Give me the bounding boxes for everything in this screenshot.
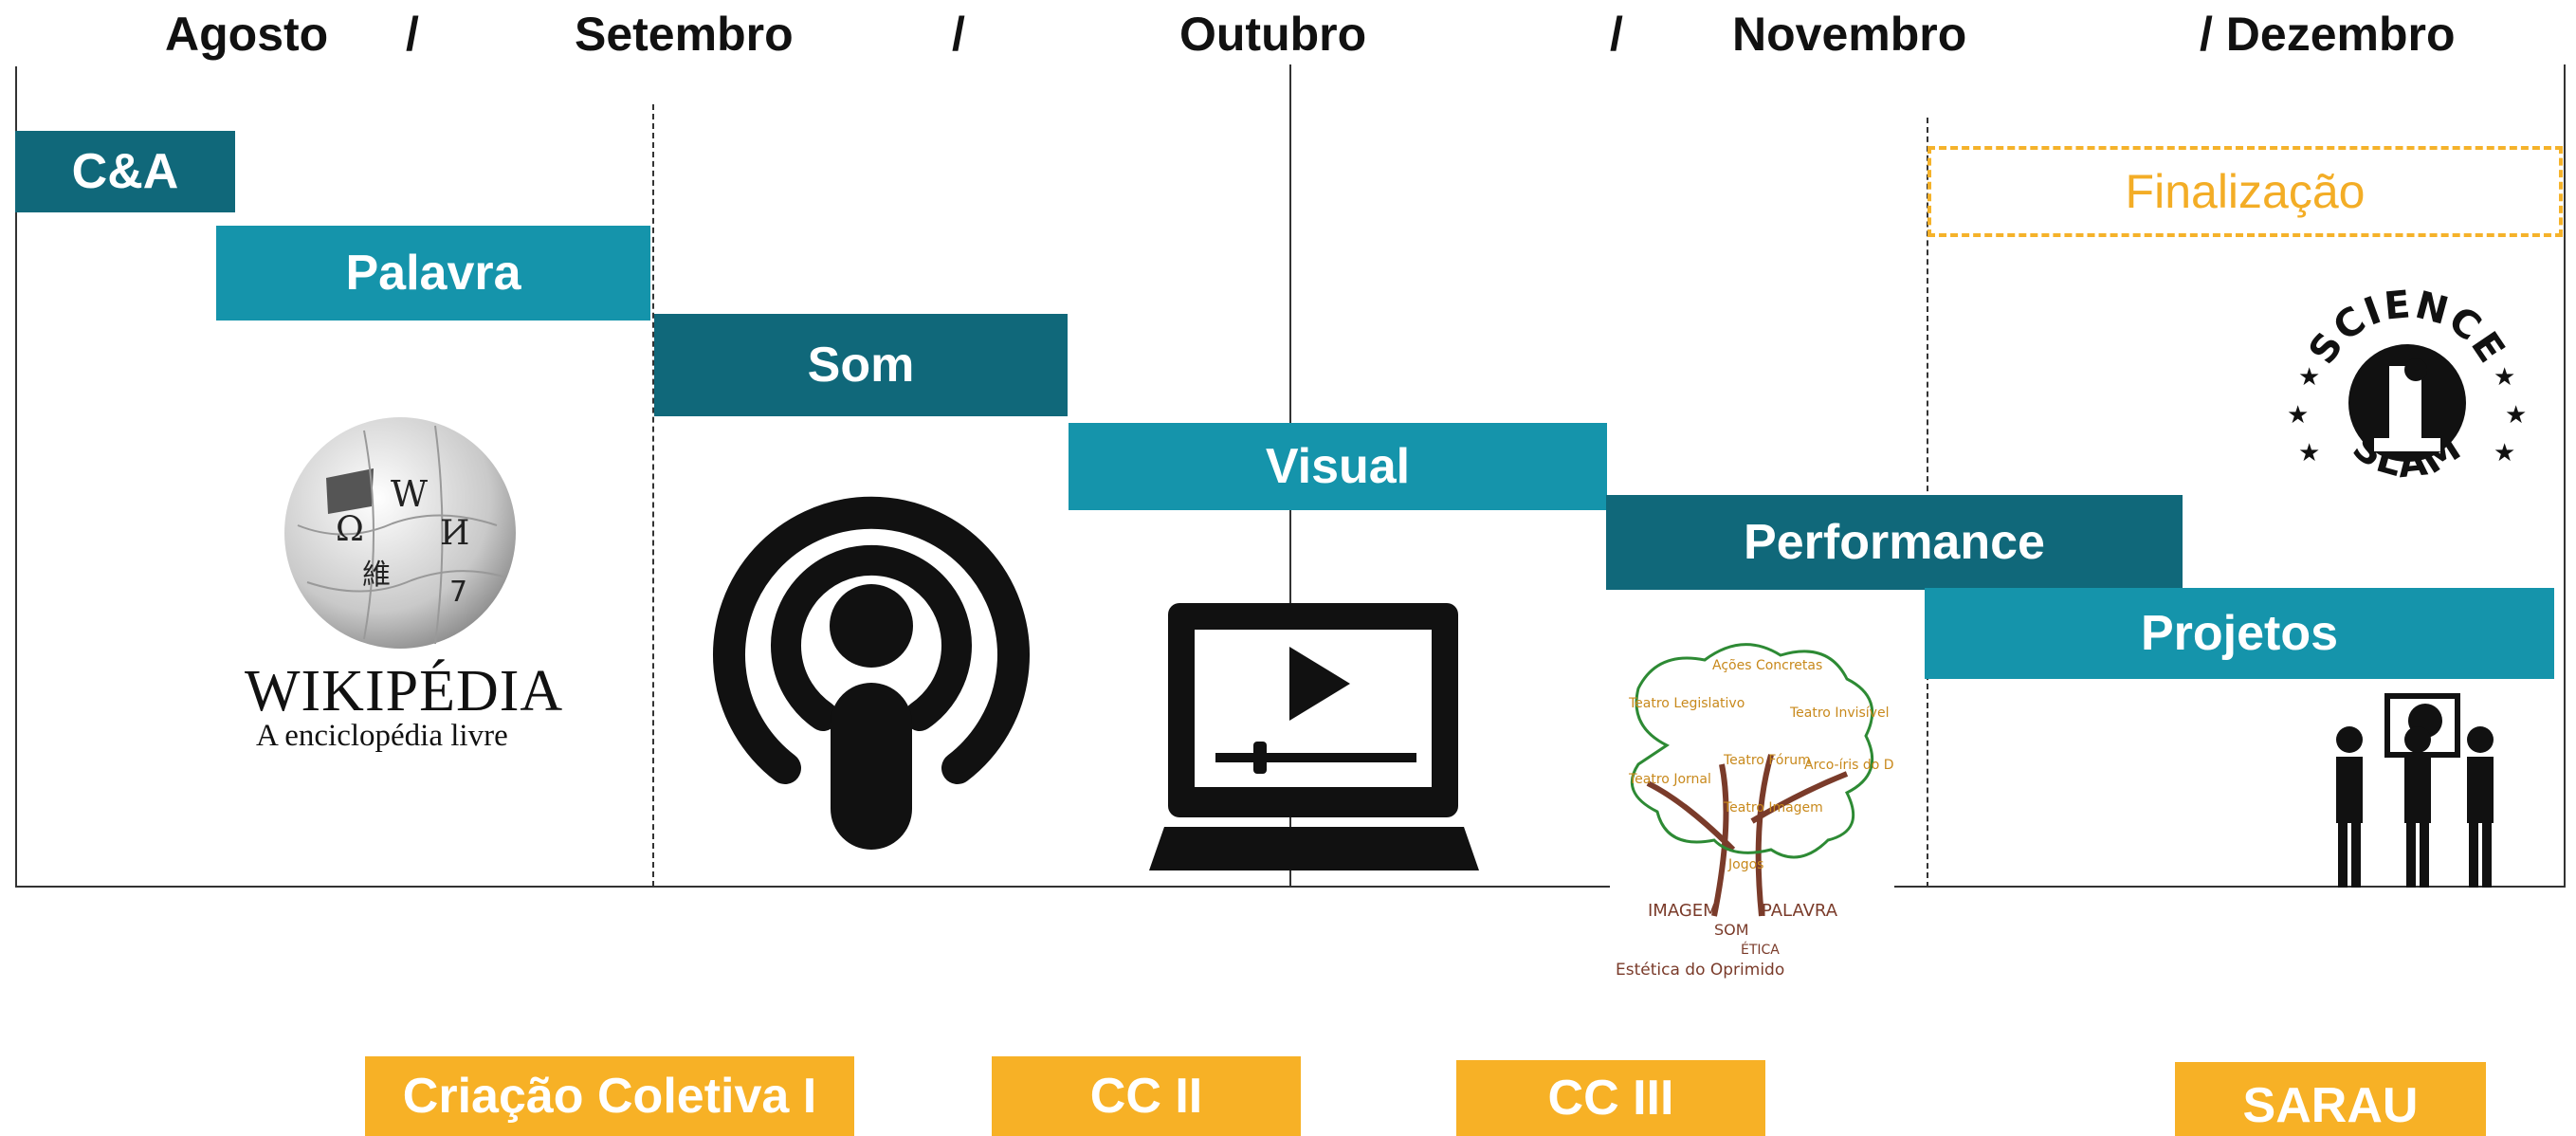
month-novembro: Novembro [1732,8,1967,61]
svg-text:W: W [391,473,428,515]
milestone-criacao-coletiva-1: Criação Coletiva I [365,1056,854,1136]
phase-ca: C&A [15,131,235,212]
month-separator: / [952,8,965,61]
svg-text:SOM: SOM [1714,921,1749,939]
month-agosto: Agosto [165,8,329,61]
svg-text:★: ★ [2494,438,2515,467]
svg-text:Teatro Legislativo: Teatro Legislativo [1628,696,1745,711]
svg-text:Teatro Fórum: Teatro Fórum [1723,753,1811,768]
svg-text:Arco-íris do Desejo: Arco-íris do Desejo [1804,758,1894,773]
milestone-cc-3: CC III [1456,1060,1765,1136]
science-slam-logo-icon: SCIENCE SLAM ★ ★ ★ ★ ★ ★ [2287,283,2527,486]
svg-text:IMAGEM: IMAGEM [1648,901,1718,921]
svg-text:★: ★ [2298,362,2320,391]
phase-performance: Performance [1606,495,2183,590]
svg-text:Ω: Ω [336,510,364,549]
month-outubro: Outubro [1179,8,1367,61]
wikipedia-logo-icon: W Ω И 維 7 [284,417,516,649]
svg-text:★: ★ [2287,400,2309,429]
wikipedia-subtitle: A enciclopédia livre [256,719,508,753]
svg-text:★: ★ [2298,438,2320,467]
phase-som: Som [654,314,1068,416]
timeline-y-axis [15,66,17,888]
svg-text:★: ★ [2505,400,2527,429]
svg-text:Teatro Jornal: Teatro Jornal [1628,772,1711,787]
divider-dezembro [2564,64,2566,888]
svg-text:維: 維 [362,559,391,592]
svg-text:ÉTICA: ÉTICA [1741,942,1780,958]
phase-palavra: Palavra [216,226,650,321]
svg-text:Jogos: Jogos [1727,857,1763,872]
divider-setembro [652,104,654,887]
svg-text:PALAVRA: PALAVRA [1762,901,1838,921]
theatre-tree-image: Ações Concretas Teatro Legislativo Teatr… [1610,632,1894,979]
month-separator: / [1610,8,1623,61]
phase-visual: Visual [1069,423,1607,510]
phase-projetos: Projetos [1925,588,2554,679]
milestone-sarau: SARAU [2175,1062,2486,1136]
svg-text:Estética do Oprimido: Estética do Oprimido [1616,961,1784,979]
month-dezembro: / Dezembro [2200,8,2456,61]
month-setembro: Setembro [575,8,794,61]
svg-text:Ações Concretas: Ações Concretas [1712,658,1822,673]
svg-text:И: И [440,514,469,553]
presentation-people-icon [2336,693,2494,888]
month-separator: / [406,8,419,61]
wikipedia-title: WIKIPÉDIA [245,659,564,724]
milestone-cc-2: CC II [992,1056,1301,1136]
laptop-video-icon [1149,603,1479,870]
phase-finalizacao: Finalização [1927,146,2563,237]
svg-text:Teatro Imagem: Teatro Imagem [1723,800,1823,815]
podcast-icon [713,496,1030,850]
svg-text:7: 7 [449,576,467,609]
svg-text:Teatro Invisível: Teatro Invisível [1789,705,1889,721]
svg-text:★: ★ [2494,362,2515,391]
